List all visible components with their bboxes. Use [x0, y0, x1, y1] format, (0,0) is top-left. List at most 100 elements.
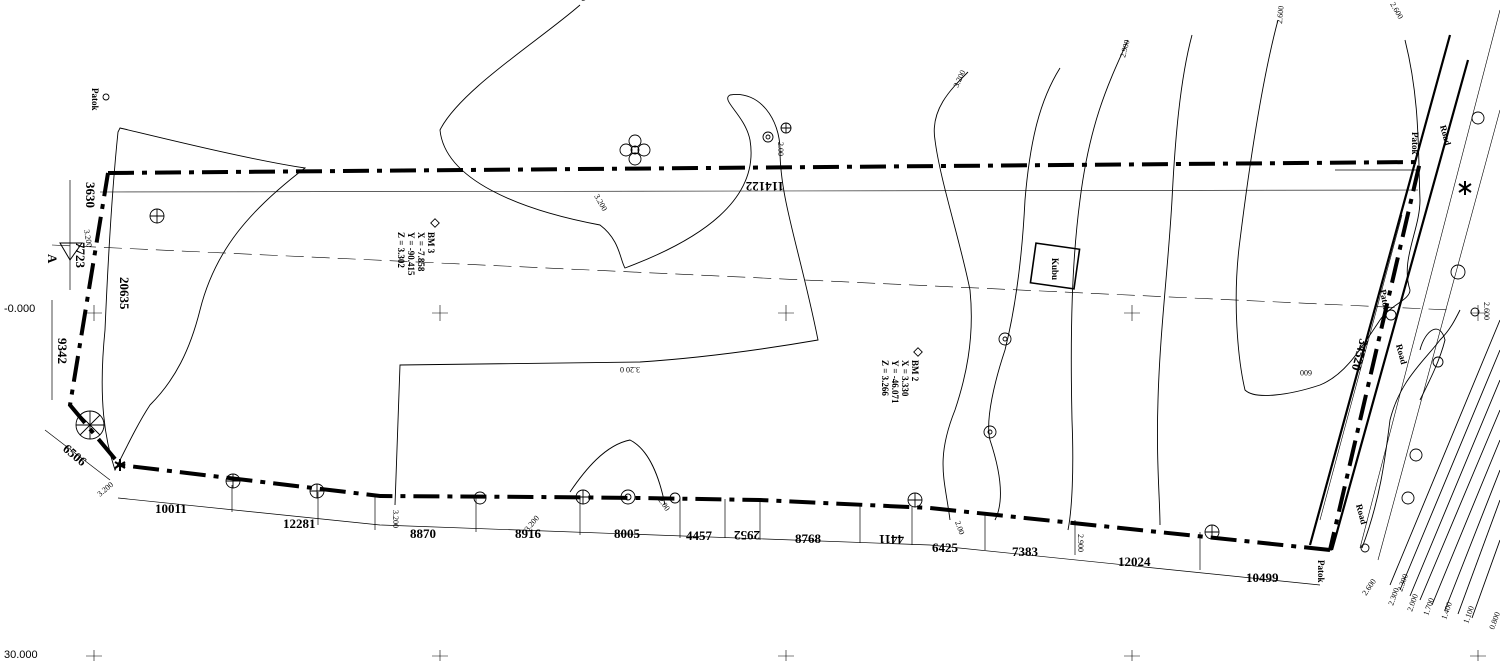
bm2-name: BM 2	[910, 360, 920, 382]
contour-right-curve	[1419, 328, 1446, 401]
left-dim-3: 20635	[117, 277, 132, 310]
contour-3200-middle	[933, 71, 972, 521]
contour-label: 3.200	[592, 193, 609, 213]
flower-symbol	[619, 134, 651, 166]
roads	[1308, 9, 1500, 561]
shrub-symbol	[1470, 307, 1480, 317]
contour-bump-bottom	[569, 439, 666, 506]
bm3-name: BM 3	[426, 232, 436, 254]
contour-label: 2.000	[1405, 593, 1420, 613]
bottom-dim-7: 2952	[734, 528, 760, 543]
bm2-y: Y = -46.071	[890, 360, 900, 404]
contour-label: 0.800	[1487, 611, 1500, 631]
shrub-symbol	[309, 483, 325, 499]
bm-marker	[430, 218, 440, 228]
shrub-symbol	[1450, 264, 1466, 280]
bm2-x: X = 3.330	[900, 360, 910, 397]
contour-label: 2.900	[1076, 534, 1085, 552]
shrub-symbol	[1409, 448, 1423, 462]
left-dim-4: 9342	[55, 338, 70, 364]
bottom-dim-12: 12024	[1118, 554, 1151, 569]
shrub-symbol	[575, 489, 591, 505]
contour-right-lower	[1361, 309, 1461, 549]
contour-2900-a	[988, 67, 1061, 521]
contour-label: 2.900	[1118, 39, 1131, 59]
shrub-symbol	[1385, 309, 1397, 321]
bottom-dim-9: 4411	[879, 532, 904, 547]
section-line	[51, 244, 1451, 311]
shrub-symbol	[1432, 356, 1444, 368]
bm3-x: X = -7.858	[416, 232, 426, 272]
bottom-dim-2: 12281	[283, 516, 316, 531]
road-label-3: Road	[1354, 503, 1369, 525]
bm2-block: BM 2 X = 3.330 Y = -46.071 Z = 3.266	[880, 360, 920, 404]
shrub-symbol	[983, 425, 997, 439]
star-symbol	[1458, 181, 1472, 195]
contour-label: 2.600	[1360, 577, 1378, 597]
shrub-symbol	[780, 122, 792, 134]
contour-label: 2.600	[1482, 302, 1491, 320]
contour-label: 600	[1300, 368, 1312, 377]
contour-label: 3.200	[952, 69, 968, 89]
contour-label: 2.600	[1275, 5, 1286, 24]
shrub-symbol	[1360, 543, 1370, 553]
patok-bottom-right-label: Patok	[1316, 560, 1326, 583]
patok-marker	[102, 93, 110, 101]
bm3-z: Z = 3.302	[396, 232, 406, 268]
left-dim-1: 3630	[83, 182, 98, 208]
bottom-dim-4: 8916	[515, 526, 542, 541]
right-dim: 34520	[1349, 337, 1372, 372]
bottom-dim-13: 10499	[1246, 570, 1279, 585]
contour-label: 2.600	[1388, 1, 1405, 21]
contour-label: 3.200	[96, 480, 116, 498]
shrub-symbol	[998, 332, 1012, 346]
contour-2600-d	[1235, 19, 1421, 396]
bottom-dim-3: 8870	[410, 526, 436, 541]
tree-symbol	[75, 410, 105, 440]
shrub-symbol	[669, 492, 681, 504]
contour-label: 1.400	[1439, 601, 1454, 621]
dimension-lines	[44, 169, 1420, 586]
shrub-symbol	[1471, 111, 1485, 125]
contour-3200-west	[101, 127, 307, 472]
bm3-block: BM 3 X = -7.858 Y = -90.415 Z = 3.302	[396, 232, 436, 276]
shrub-symbol	[473, 491, 487, 505]
star-symbol	[114, 459, 126, 471]
contour-label: 2.00	[776, 142, 785, 156]
bottom-dim-11: 7383	[1012, 544, 1039, 559]
bottom-dim-6: 4457	[686, 528, 713, 543]
shrub-symbol	[1401, 491, 1415, 505]
kubu-label: Kubu	[1050, 258, 1060, 280]
grid-crosses	[86, 305, 1486, 661]
contour-labels: 600 3.200 2.900 2.600 2.600 2.00 3.200 3…	[82, 0, 1500, 631]
parcel-boundary	[67, 159, 1423, 552]
shrub-symbol	[620, 489, 636, 505]
contour-label: 1.700	[1421, 597, 1436, 617]
kubu-hut: Kubu	[1029, 242, 1081, 290]
contour-lines	[101, 4, 1461, 549]
contour-3200-north	[394, 4, 819, 506]
top-reference-line	[99, 189, 1419, 193]
grid-label-zero: -0.000	[4, 303, 35, 315]
patok-top-right-label: Patok	[1410, 132, 1420, 155]
grid-label-bottom: 30.000	[4, 649, 38, 661]
contour-label: 2.00	[953, 520, 966, 536]
contour-2600-c	[1157, 34, 1193, 526]
bottom-dim-10: 6425	[932, 540, 959, 555]
shrub-symbol	[149, 208, 165, 224]
bm2-z: Z = 3.266	[880, 360, 890, 396]
road-label-1: Road	[1438, 124, 1453, 146]
contour-label: 3.200	[82, 229, 94, 248]
patok-top-left-label: Patok	[90, 88, 100, 111]
vegetation-symbols	[75, 93, 1485, 553]
bottom-dim-8: 8768	[795, 531, 822, 546]
shrub-symbol	[225, 473, 241, 489]
shrub-symbol	[1204, 524, 1220, 540]
bm3-y: Y = -90.415	[406, 232, 416, 276]
road-label-2: Road	[1394, 343, 1409, 365]
bottom-dim-5: 8005	[614, 526, 641, 541]
contour-label: 3.20 0	[620, 365, 640, 374]
contour-label: 600	[578, 0, 592, 3]
shrub-symbol	[762, 131, 774, 143]
